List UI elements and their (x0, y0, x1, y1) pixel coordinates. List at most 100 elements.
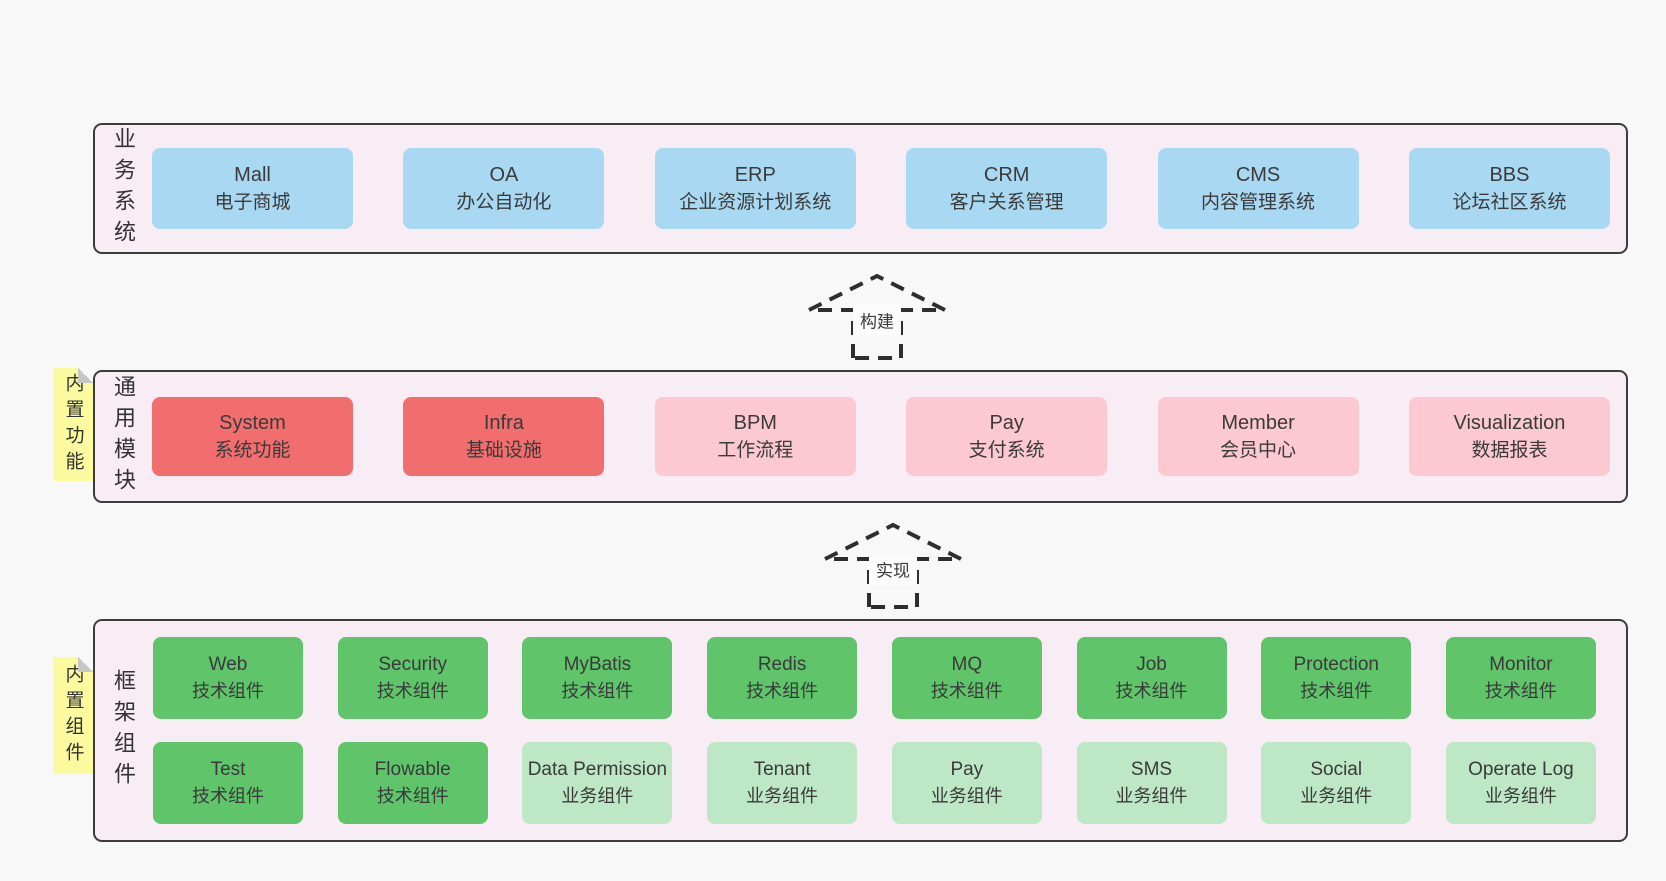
box-redis: Redis 技术组件 (707, 637, 858, 719)
box-title: OA (489, 163, 519, 186)
box-subtitle: 系统功能 (214, 439, 291, 461)
box-operate-log: Operate Log 业务组件 (1445, 742, 1596, 824)
sticky-tab-label: 内置组件 (62, 663, 84, 768)
box-title: Flowable (374, 759, 451, 780)
box-title: Test (210, 759, 246, 780)
box-flowable: Flowable 技术组件 (337, 742, 488, 824)
folded-corner-icon (78, 657, 93, 672)
box-pay-module: Pay 支付系统 (906, 397, 1108, 476)
arrow-label-implement: 实现 (869, 553, 917, 585)
layer-business-systems: 业务系统 Mall 电子商城 OA 办公自动化 ERP 企业资源计划系统 CRM… (93, 123, 1628, 254)
box-title: BBS (1489, 163, 1530, 186)
box-title: CMS (1235, 163, 1281, 186)
box-bbs: BBS 论坛社区系统 (1408, 148, 1610, 229)
box-title: Visualization (1453, 411, 1566, 434)
box-title: SMS (1130, 759, 1173, 780)
layer-label-common-modules: 通用模块 (111, 374, 136, 499)
box-security: Security 技术组件 (337, 637, 488, 719)
box-sms: SMS 业务组件 (1076, 742, 1227, 824)
box-system: System 系统功能 (152, 397, 353, 476)
box-title: Security (378, 654, 448, 675)
box-subtitle: 论坛社区系统 (1452, 191, 1567, 213)
box-subtitle: 工作流程 (717, 439, 794, 461)
box-bpm: BPM 工作流程 (654, 397, 856, 476)
box-subtitle: 业务组件 (1484, 786, 1557, 806)
box-web: Web 技术组件 (153, 637, 303, 719)
box-subtitle: 技术组件 (376, 786, 449, 806)
box-title: Data Permission (527, 759, 668, 780)
box-subtitle: 业务组件 (1115, 786, 1188, 806)
box-tenant: Tenant 业务组件 (707, 742, 858, 824)
box-subtitle: 技术组件 (1300, 681, 1373, 701)
box-infra: Infra 基础设施 (403, 397, 605, 476)
box-title: Redis (757, 654, 807, 675)
box-title: CRM (983, 163, 1030, 186)
box-subtitle: 办公自动化 (456, 191, 552, 213)
box-title: Tenant (753, 759, 811, 780)
box-mybatis: MyBatis 技术组件 (522, 637, 673, 719)
box-title: Member (1221, 411, 1295, 434)
box-oa: OA 办公自动化 (403, 148, 605, 229)
components-row-1: Web 技术组件 Security 技术组件 MyBatis 技术组件 Redi… (153, 637, 1596, 719)
box-subtitle: 技术组件 (192, 786, 264, 806)
box-title: MyBatis (563, 654, 632, 675)
box-subtitle: 内容管理系统 (1201, 191, 1316, 213)
box-monitor: Monitor 技术组件 (1445, 637, 1596, 719)
sticky-tab-label: 内置功能 (62, 372, 84, 477)
box-protection: Protection 技术组件 (1261, 637, 1412, 719)
box-mall: Mall 电子商城 (152, 148, 353, 229)
dashed-up-arrow-implement: 实现 (820, 521, 966, 609)
box-erp: ERP 企业资源计划系统 (654, 148, 856, 229)
box-test: Test 技术组件 (153, 742, 303, 824)
box-title: Protection (1293, 654, 1379, 675)
box-mq: MQ 技术组件 (891, 637, 1042, 719)
box-job: Job 技术组件 (1076, 637, 1227, 719)
layer-label-framework-components: 框架组件 (111, 668, 136, 793)
box-subtitle: 企业资源计划系统 (679, 191, 832, 213)
box-title: Web (208, 654, 248, 675)
box-title: Pay (989, 411, 1024, 434)
box-visualization: Visualization 数据报表 (1408, 397, 1610, 476)
box-title: Infra (483, 411, 524, 434)
box-subtitle: 技术组件 (561, 681, 634, 701)
box-crm: CRM 客户关系管理 (906, 148, 1108, 229)
box-cms: CMS 内容管理系统 (1157, 148, 1359, 229)
layer-common-modules: 通用模块 System 系统功能 Infra 基础设施 BPM 工作流程 Pay… (93, 370, 1628, 503)
box-title: System (219, 411, 286, 434)
box-subtitle: 技术组件 (376, 681, 449, 701)
box-subtitle: 业务组件 (746, 786, 819, 806)
box-subtitle: 电子商城 (214, 191, 291, 213)
arrow-label-build: 构建 (853, 304, 901, 336)
folded-corner-icon (78, 368, 93, 383)
box-subtitle: 会员中心 (1220, 439, 1297, 461)
box-title: Mall (234, 163, 271, 186)
sticky-tab-builtin-components: 内置组件 (53, 657, 93, 774)
components-rows: Web 技术组件 Security 技术组件 MyBatis 技术组件 Redi… (153, 621, 1596, 840)
box-member: Member 会员中心 (1157, 397, 1359, 476)
box-subtitle: 技术组件 (1484, 681, 1557, 701)
box-data-permission: Data Permission 业务组件 (522, 742, 673, 824)
components-row-2: Test 技术组件 Flowable 技术组件 Data Permission … (153, 742, 1596, 824)
up-arrow-icon (824, 522, 962, 609)
box-social: Social 业务组件 (1261, 742, 1412, 824)
box-subtitle: 技术组件 (746, 681, 819, 701)
modules-box-row: System 系统功能 Infra 基础设施 BPM 工作流程 Pay 支付系统… (152, 372, 1610, 501)
box-subtitle: 数据报表 (1471, 439, 1548, 461)
sticky-tab-builtin-features: 内置功能 (53, 368, 93, 481)
layer-framework-components: 框架组件 Web 技术组件 Security 技术组件 MyBatis 技术组件… (93, 619, 1628, 842)
business-box-row: Mall 电子商城 OA 办公自动化 ERP 企业资源计划系统 CRM 客户关系… (152, 125, 1610, 252)
dashed-up-arrow-build: 构建 (804, 272, 950, 360)
box-title: Social (1310, 759, 1363, 780)
box-subtitle: 技术组件 (930, 681, 1003, 701)
box-subtitle: 客户关系管理 (949, 191, 1064, 213)
box-title: Operate Log (1468, 759, 1574, 780)
box-subtitle: 支付系统 (968, 439, 1045, 461)
box-subtitle: 技术组件 (192, 681, 264, 701)
layer-label-business-systems: 业务系统 (111, 126, 136, 251)
box-title: MQ (951, 654, 983, 675)
box-title: Pay (950, 759, 984, 780)
box-subtitle: 业务组件 (561, 786, 634, 806)
box-title: Monitor (1489, 654, 1553, 675)
box-subtitle: 业务组件 (1300, 786, 1373, 806)
box-title: BPM (733, 411, 777, 434)
